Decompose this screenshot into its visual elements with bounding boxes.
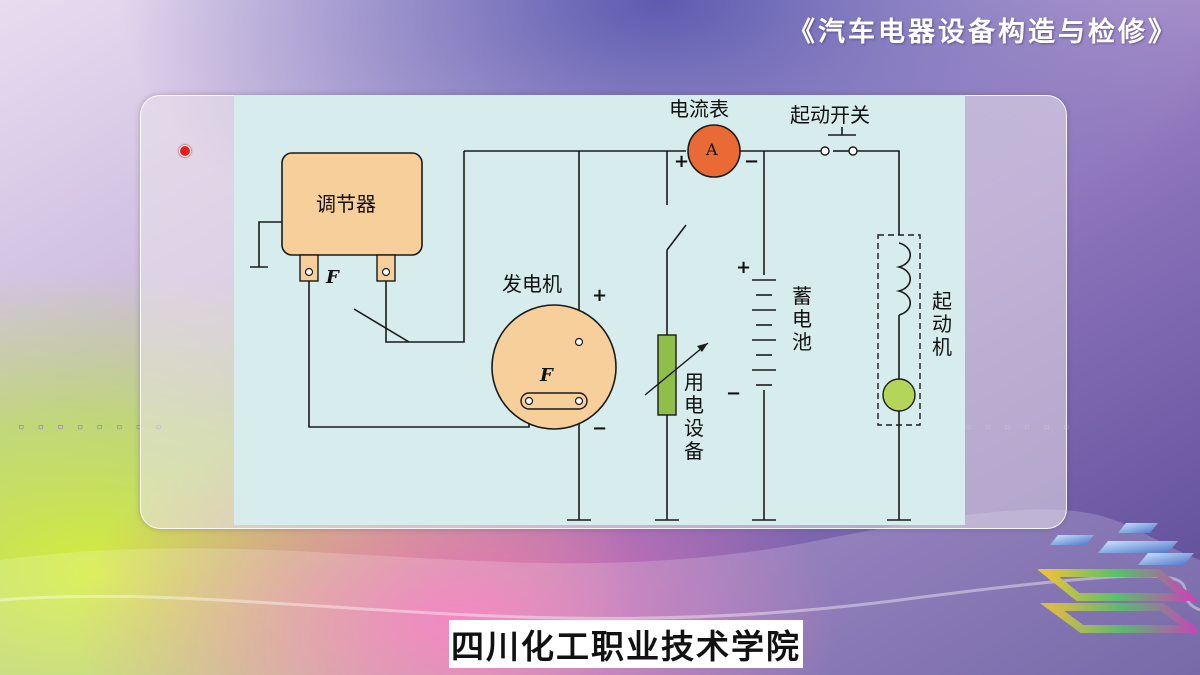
start-switch-label: 起动开关	[790, 103, 870, 127]
starter-motor	[882, 378, 916, 412]
load-switch	[666, 224, 687, 251]
generator-body	[491, 304, 617, 430]
ammeter-label: 电流表	[669, 97, 729, 121]
load-resistor	[657, 334, 677, 416]
regulator-f-label: F	[326, 267, 339, 288]
starter-label: 起动机	[932, 289, 952, 359]
starter-dashed-box	[877, 234, 921, 426]
battery-label: 蓄电池	[792, 284, 812, 354]
decorative-logo-icon	[1038, 523, 1198, 633]
wire-regulator-switch	[409, 151, 465, 343]
charging-circuit-diagram: 调节器 F 电流表 A + − 起动开关 发电机 + F − 用电设备 + 蓄电…	[234, 95, 965, 525]
decorative-dots-left: ▫▫▫▫▫▫▫▫	[18, 420, 175, 433]
generator-f-label: F	[540, 365, 553, 386]
starter-coil	[895, 242, 912, 316]
circuit-wiring	[250, 124, 921, 521]
ammeter-plus: +	[674, 151, 690, 172]
wire-starter-top	[857, 150, 900, 235]
generator-field-terminal	[520, 392, 588, 410]
generator-plus: +	[592, 285, 608, 306]
load-label: 用电设备	[684, 370, 704, 463]
battery-minus: −	[726, 383, 742, 404]
slide-title: 《汽车电器设备构造与检修》	[788, 17, 1178, 48]
ammeter-body	[687, 124, 741, 178]
switch-contact	[353, 308, 410, 343]
bullet-point	[179, 145, 191, 157]
ammeter-minus: −	[744, 151, 760, 172]
variable-arrow	[644, 342, 709, 396]
generator-label: 发电机	[502, 272, 562, 296]
regulator-label: 调节器	[316, 192, 376, 216]
college-name: 四川化工职业技术学院	[451, 627, 801, 666]
regulator-box	[281, 152, 423, 256]
college-logo-banner: 四川化工职业技术学院	[449, 620, 803, 668]
ammeter-symbol: A	[706, 140, 718, 159]
wire-regulator-ground	[258, 221, 282, 267]
generator-minus: −	[592, 418, 608, 439]
wire-regulator-right	[385, 278, 409, 343]
battery-plus: +	[736, 257, 752, 278]
